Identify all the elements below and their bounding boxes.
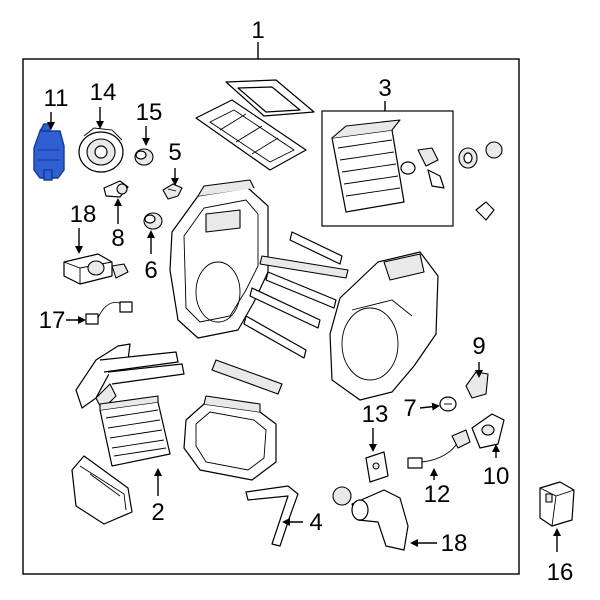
callout-1[interactable]: 1 xyxy=(251,17,264,44)
leader-7 xyxy=(419,402,440,411)
part-8-sensor[interactable] xyxy=(103,180,129,198)
callout-16[interactable]: 16 xyxy=(547,559,574,586)
part-lower-case[interactable] xyxy=(183,395,277,481)
callout-10[interactable]: 10 xyxy=(483,463,510,490)
part-9-actuator[interactable] xyxy=(465,371,489,399)
callout-18-upper[interactable]: 18 xyxy=(70,201,97,228)
callout-3[interactable]: 3 xyxy=(378,75,391,102)
part-hvac-case-right[interactable] xyxy=(329,251,439,401)
callout-11[interactable]: 11 xyxy=(44,85,69,112)
callout-7[interactable]: 7 xyxy=(403,395,416,422)
evaporator-inset-box xyxy=(321,110,454,227)
part-18-duct-lower[interactable] xyxy=(332,486,409,551)
part-18-actuator-upper[interactable] xyxy=(63,253,129,285)
part-7-clip[interactable] xyxy=(439,396,457,412)
part-12-sensor-lead[interactable] xyxy=(407,429,471,469)
part-lower-duct-tray[interactable] xyxy=(71,455,133,525)
callout-14[interactable]: 14 xyxy=(90,79,117,106)
part-expansion-valve[interactable] xyxy=(400,147,445,189)
callout-13[interactable]: 13 xyxy=(362,401,389,428)
part-14-blower-motor[interactable] xyxy=(78,127,124,173)
callout-12[interactable]: 12 xyxy=(424,481,451,508)
part-evaporator-core[interactable] xyxy=(331,119,405,213)
part-13-bracket[interactable] xyxy=(365,451,389,483)
part-5-clip[interactable] xyxy=(162,183,183,200)
callout-8[interactable]: 8 xyxy=(111,225,124,252)
callout-15[interactable]: 15 xyxy=(136,99,163,126)
part-2-heater-core[interactable] xyxy=(99,395,171,467)
part-17-wire-harness[interactable] xyxy=(85,301,133,325)
part-6-grommet[interactable] xyxy=(143,212,163,230)
callout-4[interactable]: 4 xyxy=(309,509,322,536)
callout-17[interactable]: 17 xyxy=(39,307,66,334)
callout-2[interactable]: 2 xyxy=(151,499,164,526)
part-11-highlighted[interactable] xyxy=(33,123,65,181)
callout-6[interactable]: 6 xyxy=(144,257,157,284)
callout-18-lower[interactable]: 18 xyxy=(441,530,468,557)
part-hvac-case-left[interactable] xyxy=(169,179,269,339)
part-10-actuator-bracket[interactable] xyxy=(471,413,505,449)
part-mode-doors[interactable] xyxy=(211,231,349,395)
callout-5[interactable]: 5 xyxy=(168,139,181,166)
assembly-frame xyxy=(22,58,520,575)
part-filter-gasket[interactable] xyxy=(195,79,315,171)
callout-9[interactable]: 9 xyxy=(472,333,485,360)
part-seal-rings[interactable] xyxy=(458,141,503,221)
part-16-relay[interactable] xyxy=(539,481,575,527)
part-15-bushing[interactable] xyxy=(134,148,154,166)
part-4-drain-hose[interactable] xyxy=(245,485,299,547)
